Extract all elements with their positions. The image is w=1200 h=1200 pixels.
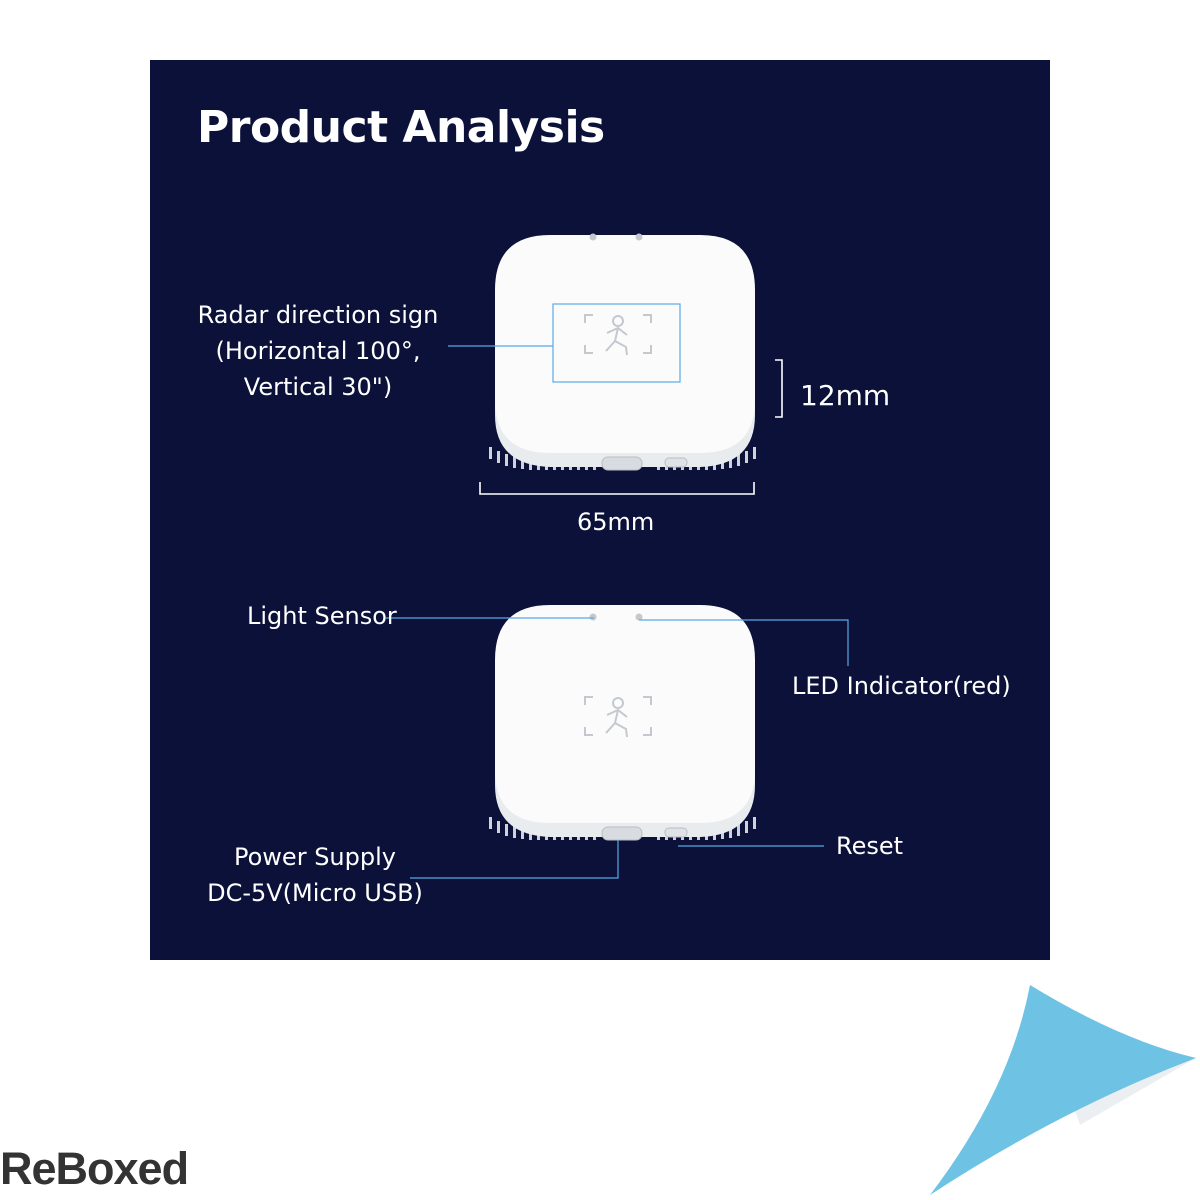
device-top-sensor-dot [589,233,597,241]
radar-direction-label: Radar direction sign (Horizontal 100°, V… [197,301,439,401]
power-supply-leader-line [410,840,619,879]
width-dimension-label: 65mm [577,508,655,536]
reset-label: Reset [836,832,904,860]
led-indicator-leader-line [639,619,849,666]
device-top-radar-icon [584,314,652,356]
device-bottom-image [489,605,756,841]
device-bottom-reset-button [664,827,688,838]
product-analysis-panel: Product Analysis [150,60,1050,960]
device-bottom-usb-port [601,826,643,841]
device-top-led-dot [635,233,643,241]
device-top-reset-button [664,457,688,468]
device-top-face [495,235,755,453]
device-bottom-face [495,605,755,823]
width-dimension-bracket [479,482,755,495]
page-title: Product Analysis [197,102,605,153]
device-top-image [489,233,756,471]
led-indicator-label: LED Indicator(red) [792,672,1011,700]
height-dimension-bracket [775,359,783,418]
reboxed-logo: ReBoxed [0,1143,189,1194]
device-top-usb-port [601,456,643,471]
page-curl-blue [930,985,1196,1195]
radar-sign-highlight-box [552,303,681,383]
height-dimension-label: 12mm [800,379,891,412]
device-bottom-led-dot [635,613,643,621]
annotation-lines [386,303,849,879]
power-supply-label: Power Supply DC-5V(Micro USB) [207,843,423,907]
light-sensor-label: Light Sensor [247,602,397,630]
device-bottom-radar-icon [584,696,652,738]
device-bottom-light-sensor-dot [589,613,597,621]
